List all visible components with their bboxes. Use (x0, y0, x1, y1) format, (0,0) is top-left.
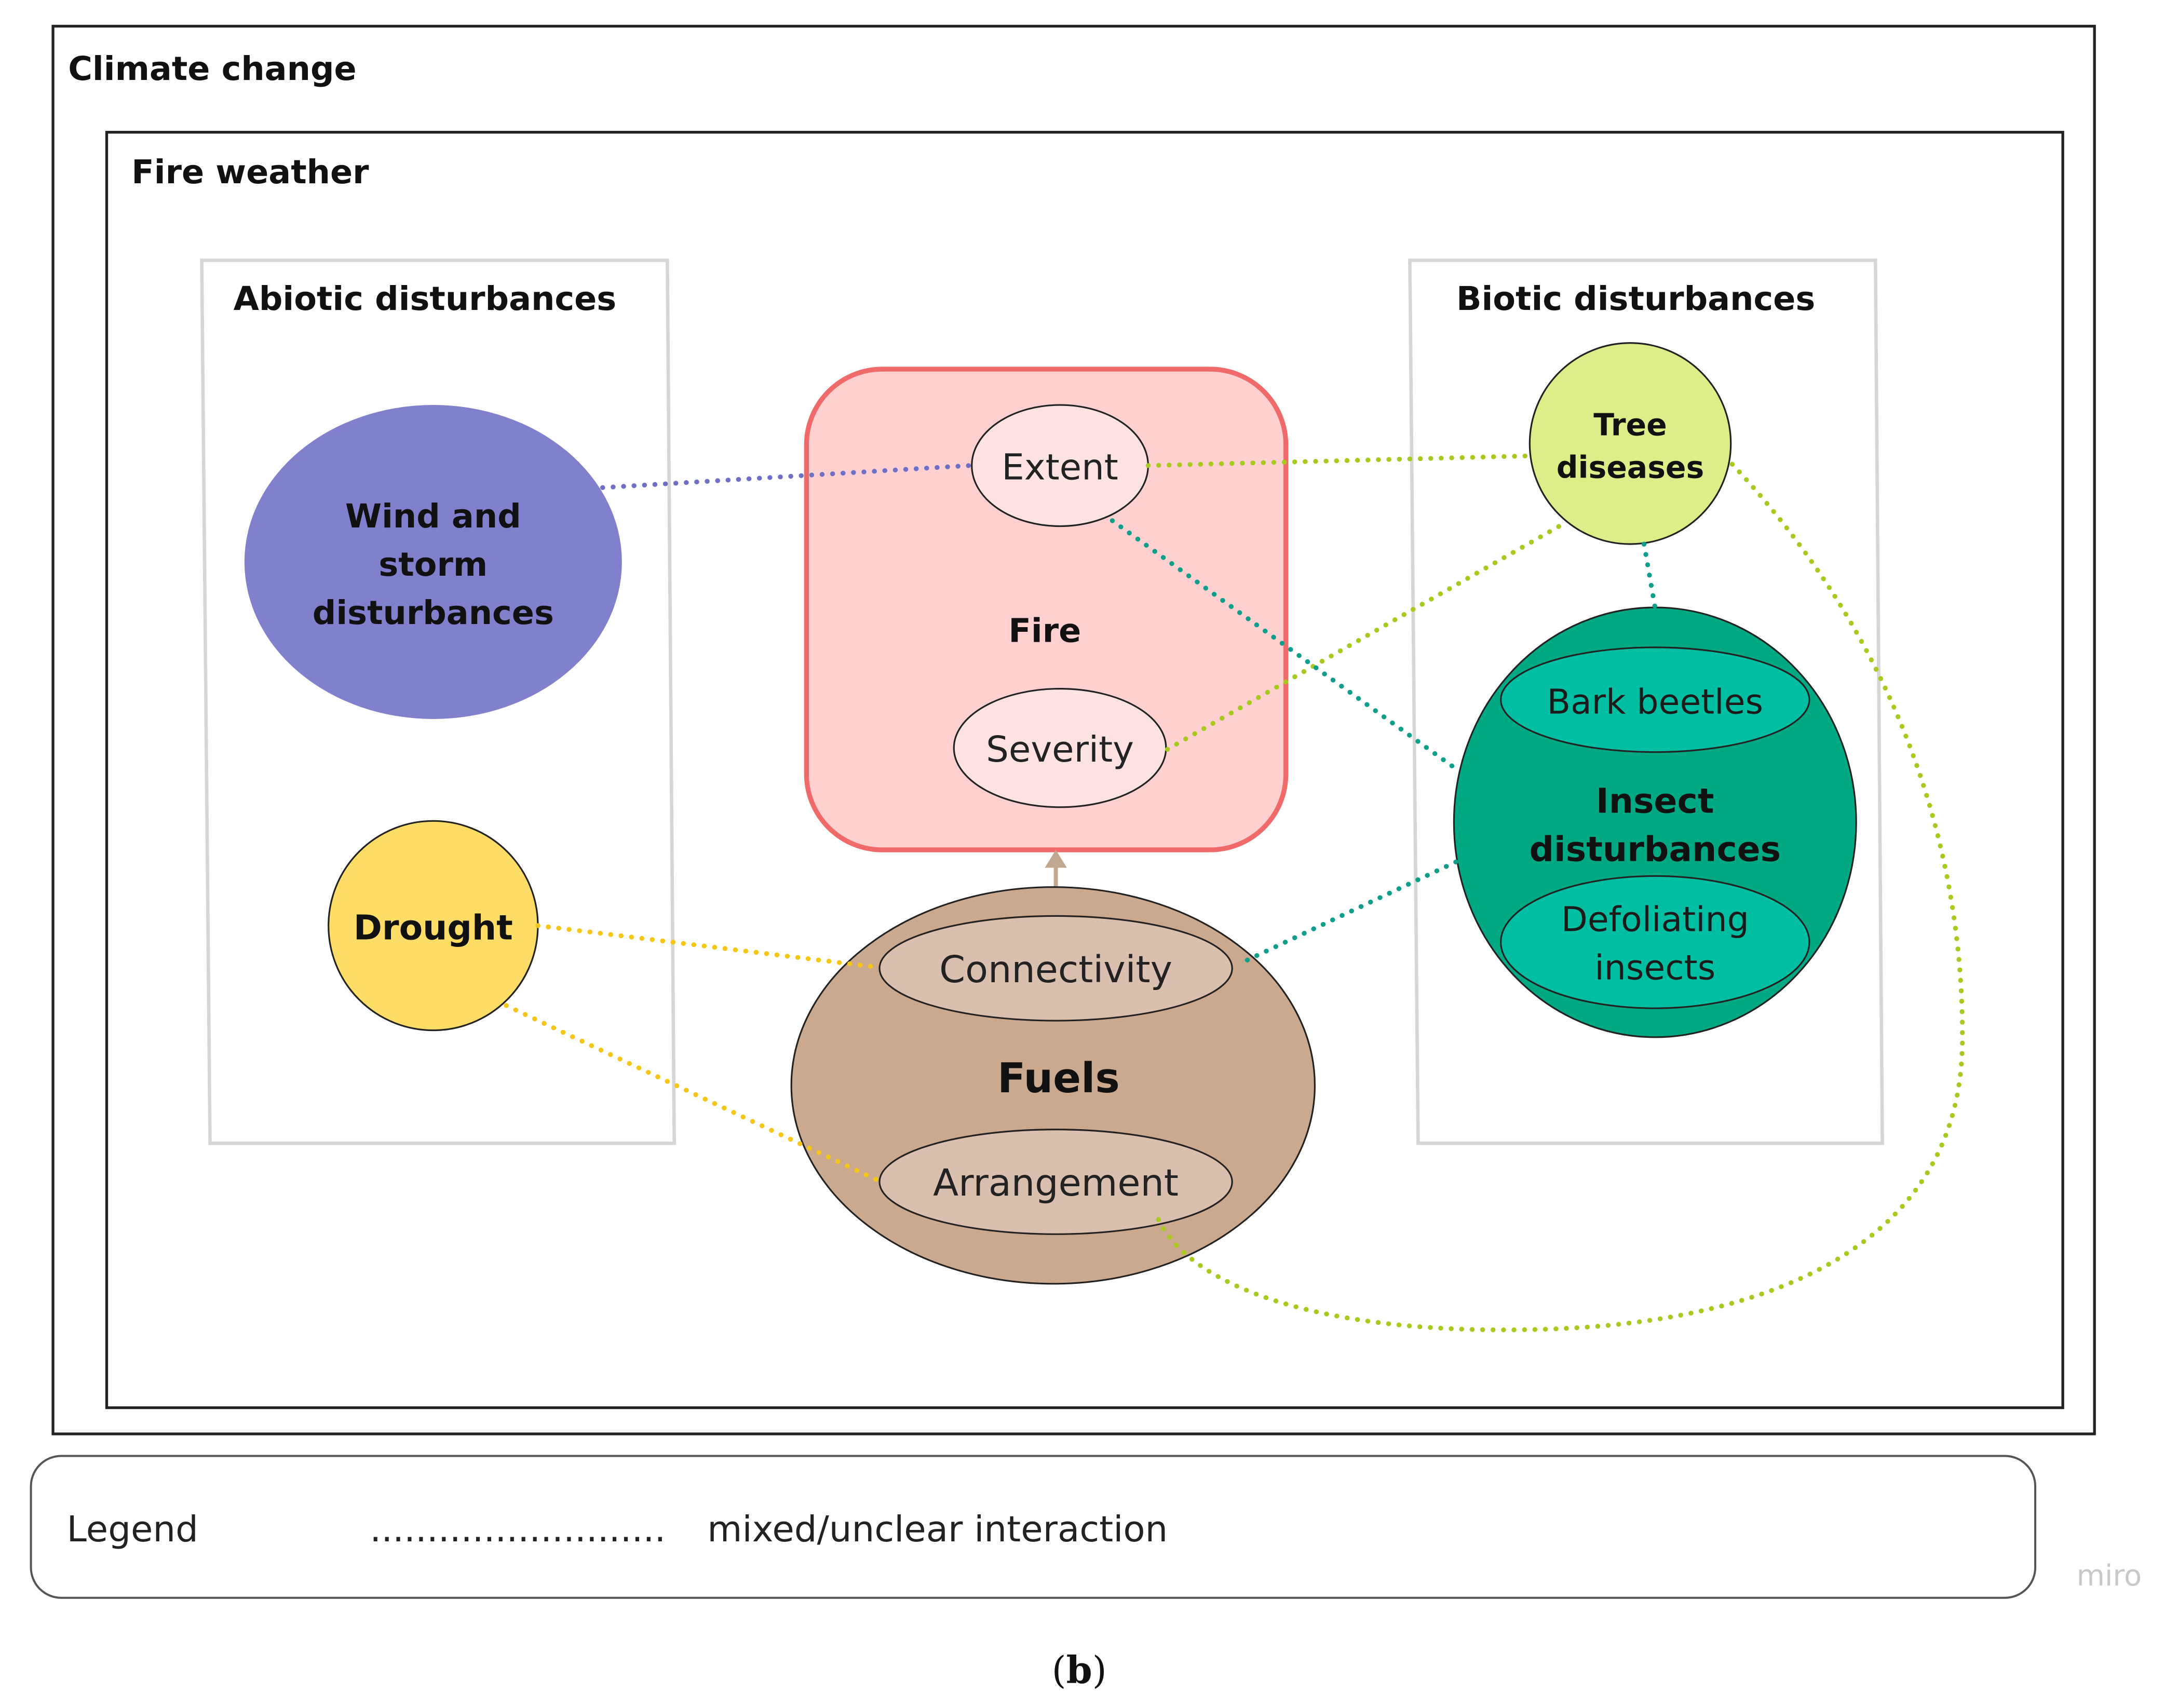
fire-weather-label: Fire weather (131, 153, 369, 192)
wind-storm-label-line3: disturbances (313, 594, 554, 632)
fire-node (804, 367, 1289, 852)
abiotic-group-label: Abiotic disturbances (234, 280, 617, 318)
severity-label: Severity (986, 729, 1134, 770)
interaction-links (504, 453, 1965, 1333)
caption-letter: b (1066, 1648, 1092, 1692)
defoliating-insects-node (1499, 875, 1810, 1009)
insect-disturbances-label-line1: Insect (1596, 780, 1714, 821)
fuels-to-fire-arrow-head (1045, 850, 1067, 868)
link-connectivity-insects (1245, 858, 1460, 963)
arrangement-node (878, 1129, 1233, 1235)
figure-caption: (b) (1052, 1648, 1107, 1692)
tree-diseases-label-line1: Tree (1593, 407, 1667, 442)
connectivity-label: Connectivity (939, 948, 1172, 991)
drought-label: Drought (354, 907, 513, 948)
fire-title: Fire (1008, 612, 1081, 650)
arrangement-label: Arrangement (933, 1161, 1179, 1204)
connectivity-node (878, 915, 1233, 1022)
defoliating-insects-label-line1: Defoliating (1561, 899, 1749, 940)
bark-beetles-label: Bark beetles (1547, 681, 1763, 722)
link-tree-diseases-insects (1641, 541, 1658, 610)
miro-watermark: miro (2077, 1559, 2142, 1593)
biotic-group-label: Biotic disturbances (1456, 280, 1815, 318)
climate-change-frame (51, 24, 2096, 1435)
tree-diseases-label-line2: diseases (1557, 450, 1705, 485)
fire-weather-frame (105, 131, 2064, 1409)
bark-beetles-node (1499, 646, 1810, 753)
link-extent-tree-diseases (1145, 453, 1531, 468)
tree-diseases-node (1529, 342, 1732, 545)
legend-title: Legend (67, 1509, 198, 1550)
link-severity-tree-diseases (1165, 521, 1567, 752)
fuels-title: Fuels (997, 1054, 1120, 1102)
extent-label: Extent (1002, 446, 1118, 488)
climate-change-label: Climate change (68, 50, 356, 88)
legend-box (30, 1455, 2037, 1599)
biotic-group-box (1408, 259, 1884, 1145)
wind-storm-label-line2: storm (378, 546, 488, 584)
legend-description: mixed/unclear interaction (707, 1509, 1168, 1550)
wind-storm-label-line1: Wind and (345, 497, 521, 536)
link-tree-diseases-arrangement (1154, 462, 1965, 1333)
defoliating-insects-label-line2: insects (1594, 947, 1715, 987)
insect-disturbances-label-line2: disturbances (1529, 829, 1781, 869)
caption-close-paren: ) (1092, 1649, 1107, 1692)
abiotic-group-box (200, 259, 676, 1145)
legend-line-sample: .......................... (370, 1509, 666, 1550)
link-extent-insects (1110, 518, 1462, 774)
caption-open-paren: ( (1052, 1649, 1066, 1692)
link-drought-connectivity (535, 923, 878, 970)
link-wind-extent (600, 463, 972, 490)
wind-storm-node (244, 405, 622, 719)
